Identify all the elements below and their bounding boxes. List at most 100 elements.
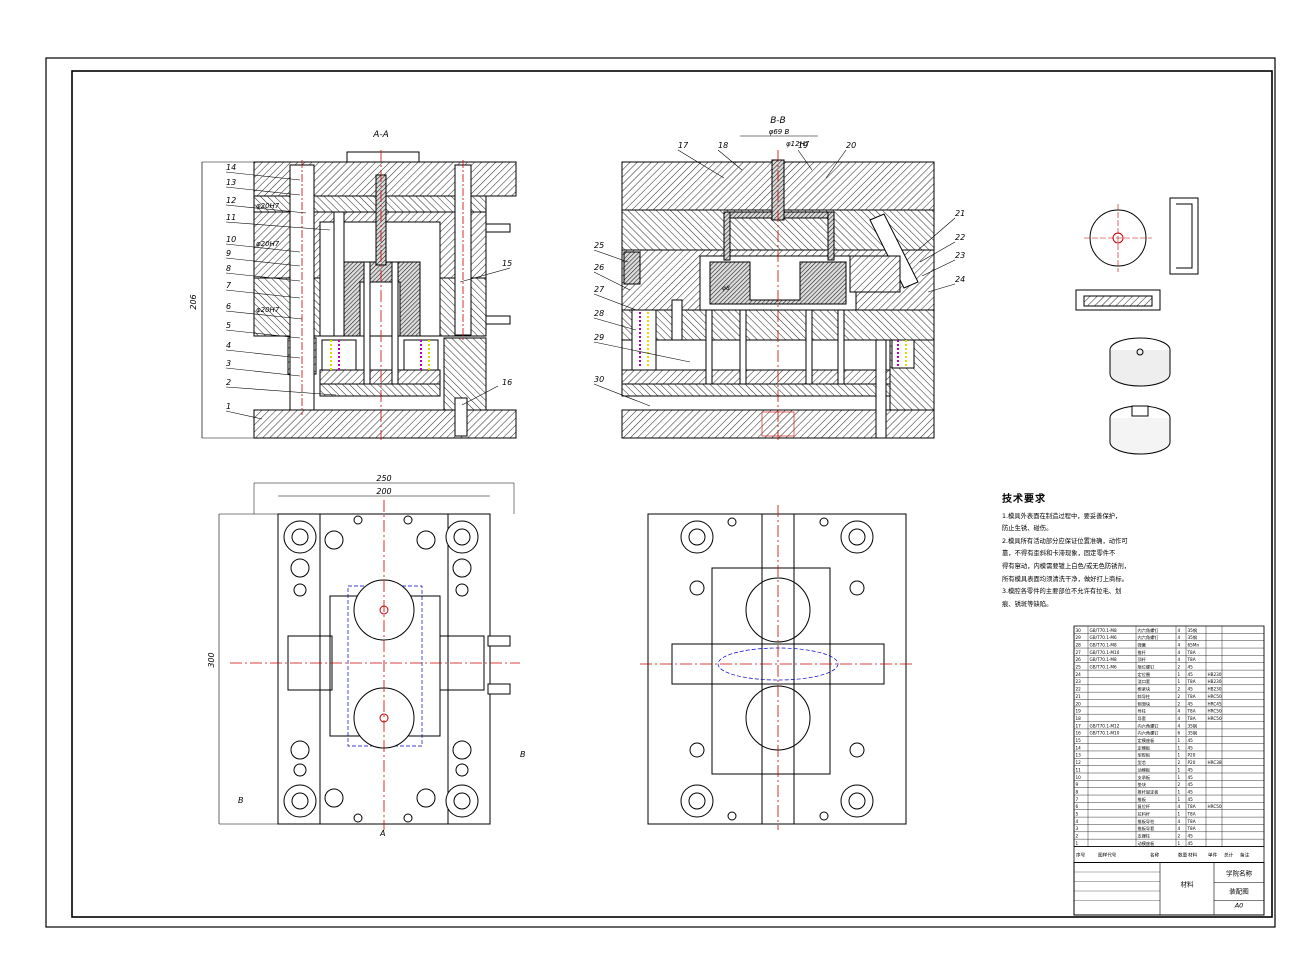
bom-cell: 2 xyxy=(1178,665,1181,670)
balloon-label: 13 xyxy=(226,178,236,187)
leader-line xyxy=(927,283,956,293)
balloon-label: 9 xyxy=(226,249,231,258)
bom-cell: 18 xyxy=(1076,716,1082,721)
leader-line xyxy=(593,271,631,291)
leader-line xyxy=(225,349,301,359)
bom-cell: 35钢 xyxy=(1188,722,1198,729)
bom-cell: 顶杆 xyxy=(1138,656,1147,663)
balloon-label: 19 xyxy=(798,141,808,150)
bom-cell: T8A xyxy=(1187,826,1196,831)
notes-line: 3.模腔各零件的主要部位不允许有拉毛、划 xyxy=(1002,588,1122,596)
bom-cell: 4 xyxy=(1178,635,1181,640)
balloon-label: 14 xyxy=(226,163,236,172)
bom-cell: 楔紧块 xyxy=(1138,686,1151,693)
bom-cell: T8A xyxy=(1187,812,1196,817)
sheet-size: A0 xyxy=(1234,902,1244,910)
bom-cell: 28 xyxy=(1076,642,1082,647)
bom-header-cell: 图样代号 xyxy=(1098,852,1117,859)
bom-cell: 1 xyxy=(1178,812,1181,817)
bom-cell: 15 xyxy=(1076,738,1082,743)
bom-cell: T8A xyxy=(1187,819,1196,824)
bom-cell: 推杆 xyxy=(1138,649,1147,656)
bom-cell: 29 xyxy=(1076,635,1082,640)
bom-cell: HRC50 xyxy=(1208,694,1222,699)
leader-line xyxy=(593,383,651,407)
dim-dia-small: φ8 xyxy=(722,285,730,292)
bom-cell: T8A xyxy=(1187,804,1196,809)
bom-cell: 35钢 xyxy=(1188,627,1198,634)
leader-line xyxy=(921,259,956,277)
bom-cell: 推板 xyxy=(1138,796,1147,803)
balloon-label: 30 xyxy=(594,375,604,384)
balloon-label: 24 xyxy=(955,275,965,284)
balloon-label: 2 xyxy=(226,378,231,387)
bom-cell: 2 xyxy=(1178,701,1181,706)
leader-line xyxy=(225,329,301,339)
bom-cell: 2 xyxy=(1178,782,1181,787)
leader-line xyxy=(919,241,956,263)
bom-cell: 1 xyxy=(1178,789,1181,794)
bom-cell: 1 xyxy=(1178,738,1181,743)
bom-cell: 型腔板 xyxy=(1138,752,1151,759)
bom-cell: 26 xyxy=(1076,657,1082,662)
bom-header-cell: 备注 xyxy=(1240,852,1250,859)
bom-cell: HB230 xyxy=(1208,687,1222,692)
bom-cell: T8A xyxy=(1187,679,1196,684)
bom-cell: 1 xyxy=(1178,841,1181,846)
balloon-label: 23 xyxy=(955,251,965,260)
leader-line xyxy=(225,289,301,299)
plan-view-moving-half: 250 200 300 A B B xyxy=(207,474,526,838)
bom-cell: 45 xyxy=(1188,775,1194,780)
bom-cell: 5 xyxy=(1076,812,1079,817)
bom-cell: 17 xyxy=(1076,723,1082,728)
bom-cell: 斜导柱 xyxy=(1138,693,1151,700)
bom-cell: 2 xyxy=(1178,834,1181,839)
bom-cell: 7 xyxy=(1076,797,1079,802)
bom-header-cell: 名称 xyxy=(1150,852,1160,859)
balloon-label: 10 xyxy=(226,235,236,244)
bom-cell: 型芯 xyxy=(1138,759,1146,765)
bom-cell: T8A xyxy=(1187,657,1196,662)
bom-cell: 1 xyxy=(1178,767,1181,772)
bom-cell: 14 xyxy=(1076,745,1082,750)
bom-cell: 4 xyxy=(1178,826,1181,831)
bom-cell: 1 xyxy=(1178,797,1181,802)
bom-cell: 1 xyxy=(1178,775,1181,780)
leader-line xyxy=(593,341,691,363)
bom-cell: GB/T70.1-M6 xyxy=(1090,665,1118,670)
leader-line xyxy=(917,217,956,251)
outer-border xyxy=(45,57,1276,928)
balloon-label: 8 xyxy=(226,264,231,273)
leader-line xyxy=(225,272,301,282)
bom-cell: 动模板 xyxy=(1138,766,1151,773)
bom-cell: HRC50 xyxy=(1208,716,1222,721)
bom-cell: 20 xyxy=(1076,701,1082,706)
bom-cell: 1 xyxy=(1178,745,1181,750)
balloon-16: 16 xyxy=(461,378,512,406)
bom-cell: 2 xyxy=(1178,687,1181,692)
balloon-label: 11 xyxy=(226,213,236,222)
bom-cell: 22 xyxy=(1076,687,1082,692)
balloon-label: 26 xyxy=(594,263,604,272)
bom-cell: 4 xyxy=(1076,819,1079,824)
bom-cell: 45 xyxy=(1188,687,1194,692)
bom-cell: 弹簧 xyxy=(1138,641,1146,648)
bom-cell: 21 xyxy=(1076,694,1082,699)
inner-border xyxy=(71,70,1273,918)
bom-cell: 1 xyxy=(1178,753,1181,758)
balloon-label: 18 xyxy=(718,141,728,150)
part-top-view xyxy=(1084,197,1199,275)
section-bb-title: B-B xyxy=(770,116,785,126)
school-name: 学院名称 xyxy=(1226,869,1253,878)
bom-cell: 3 xyxy=(1076,826,1079,831)
bom-cell: 24 xyxy=(1076,672,1082,677)
bom-cell: 推杆固定板 xyxy=(1138,788,1160,795)
bom-cell: 30 xyxy=(1076,628,1082,633)
bom-cell: 27 xyxy=(1076,650,1082,655)
leader-line xyxy=(225,221,331,231)
leader-line xyxy=(225,257,301,267)
bom-cell: 45 xyxy=(1188,738,1194,743)
dim-dia20-2: φ20H7 xyxy=(256,240,280,248)
